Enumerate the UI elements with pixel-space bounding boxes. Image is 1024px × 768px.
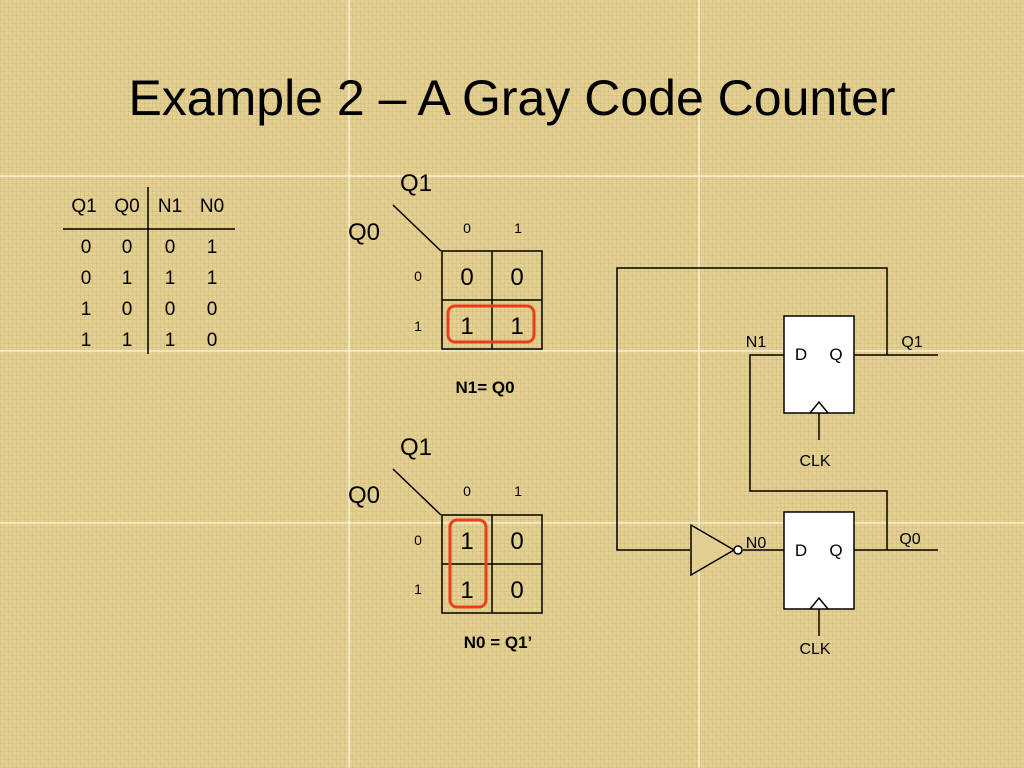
kmap-row-var: Q0 <box>348 219 380 246</box>
q1-feedback-wire <box>616 267 888 551</box>
table-cell: 0 <box>207 330 218 351</box>
table-header-n1: N1 <box>158 196 182 217</box>
flipflop-1 <box>783 315 855 414</box>
table-cell: 0 <box>122 237 133 258</box>
kmap-row-var: Q0 <box>348 482 380 509</box>
q0-feedback-wire <box>749 354 888 550</box>
paper-seam <box>0 522 1024 524</box>
paper-seam <box>0 350 1024 352</box>
ff1-clock-label: CLK <box>799 453 830 470</box>
kmap-cell: 0 <box>510 528 523 555</box>
ff0-clock-triangle <box>809 596 829 610</box>
kmap-equation: N1= Q0 <box>455 378 514 397</box>
table-cell: 0 <box>165 237 176 258</box>
ff1-q-pin: Q <box>829 345 842 364</box>
kmap-cell: 0 <box>510 577 523 604</box>
ff0-d-pin: D <box>795 541 807 560</box>
kmap-cell: 0 <box>460 264 473 291</box>
table-cell: 1 <box>165 268 176 289</box>
ff0-clock-label: CLK <box>799 641 830 658</box>
kmap-cell: 1 <box>460 313 473 340</box>
ff1-d-pin: D <box>795 345 807 364</box>
table-cell: 1 <box>81 330 92 351</box>
kmap-col-var: Q1 <box>400 170 432 197</box>
kmap-equation: N0 = Q1’ <box>464 633 533 652</box>
kmap-col-label: 0 <box>463 220 471 236</box>
kmap-row-label: 1 <box>414 318 422 334</box>
paper-seam <box>698 0 700 768</box>
table-header-q0: Q0 <box>114 196 139 217</box>
ff0-q-pin: Q <box>829 541 842 560</box>
paper-seam <box>0 175 1024 177</box>
kmap-diagonal <box>392 204 442 252</box>
table-cell: 1 <box>165 330 176 351</box>
table-cell: 0 <box>81 268 92 289</box>
kmap-row-label: 0 <box>414 268 422 284</box>
slide-title: Example 2 – A Gray Code Counter <box>128 70 896 126</box>
kmap-cell: 0 <box>510 264 523 291</box>
table-cell: 0 <box>122 299 133 320</box>
kmap-group-outline <box>446 304 536 344</box>
ff1-input-label: N1 <box>746 334 767 351</box>
table-cell: 0 <box>207 299 218 320</box>
kmap-col-label: 0 <box>463 483 471 499</box>
kmap-row-label: 0 <box>414 532 422 548</box>
kmap-cell: 1 <box>460 577 473 604</box>
kmap-cell: 1 <box>460 528 473 555</box>
kmap-group-outline <box>448 518 488 609</box>
table-header-n0: N0 <box>200 196 224 217</box>
table-cell: 1 <box>122 330 133 351</box>
ff1-clock-triangle <box>809 400 829 414</box>
table-cell: 0 <box>165 299 176 320</box>
kmap-diagonal <box>392 468 442 516</box>
flipflop-0 <box>783 511 855 610</box>
inverter-bubble <box>733 545 743 555</box>
table-cell: 1 <box>207 268 218 289</box>
table-cell: 1 <box>207 237 218 258</box>
kmap-col-var: Q1 <box>400 434 432 461</box>
kmap-col-label: 1 <box>514 483 522 499</box>
kmap-row-label: 1 <box>414 581 422 597</box>
ff1-output-label: Q1 <box>901 334 922 351</box>
inverter-gate <box>690 523 736 577</box>
paper-seam <box>348 0 350 768</box>
kmap-cell: 1 <box>510 313 523 340</box>
kmap-col-label: 1 <box>514 220 522 236</box>
ff0-output-label: Q0 <box>899 531 920 548</box>
table-cell: 1 <box>122 268 133 289</box>
table-cell: 1 <box>81 299 92 320</box>
table-cell: 0 <box>81 237 92 258</box>
table-header-q1: Q1 <box>71 196 96 217</box>
ff0-input-label: N0 <box>746 535 767 552</box>
